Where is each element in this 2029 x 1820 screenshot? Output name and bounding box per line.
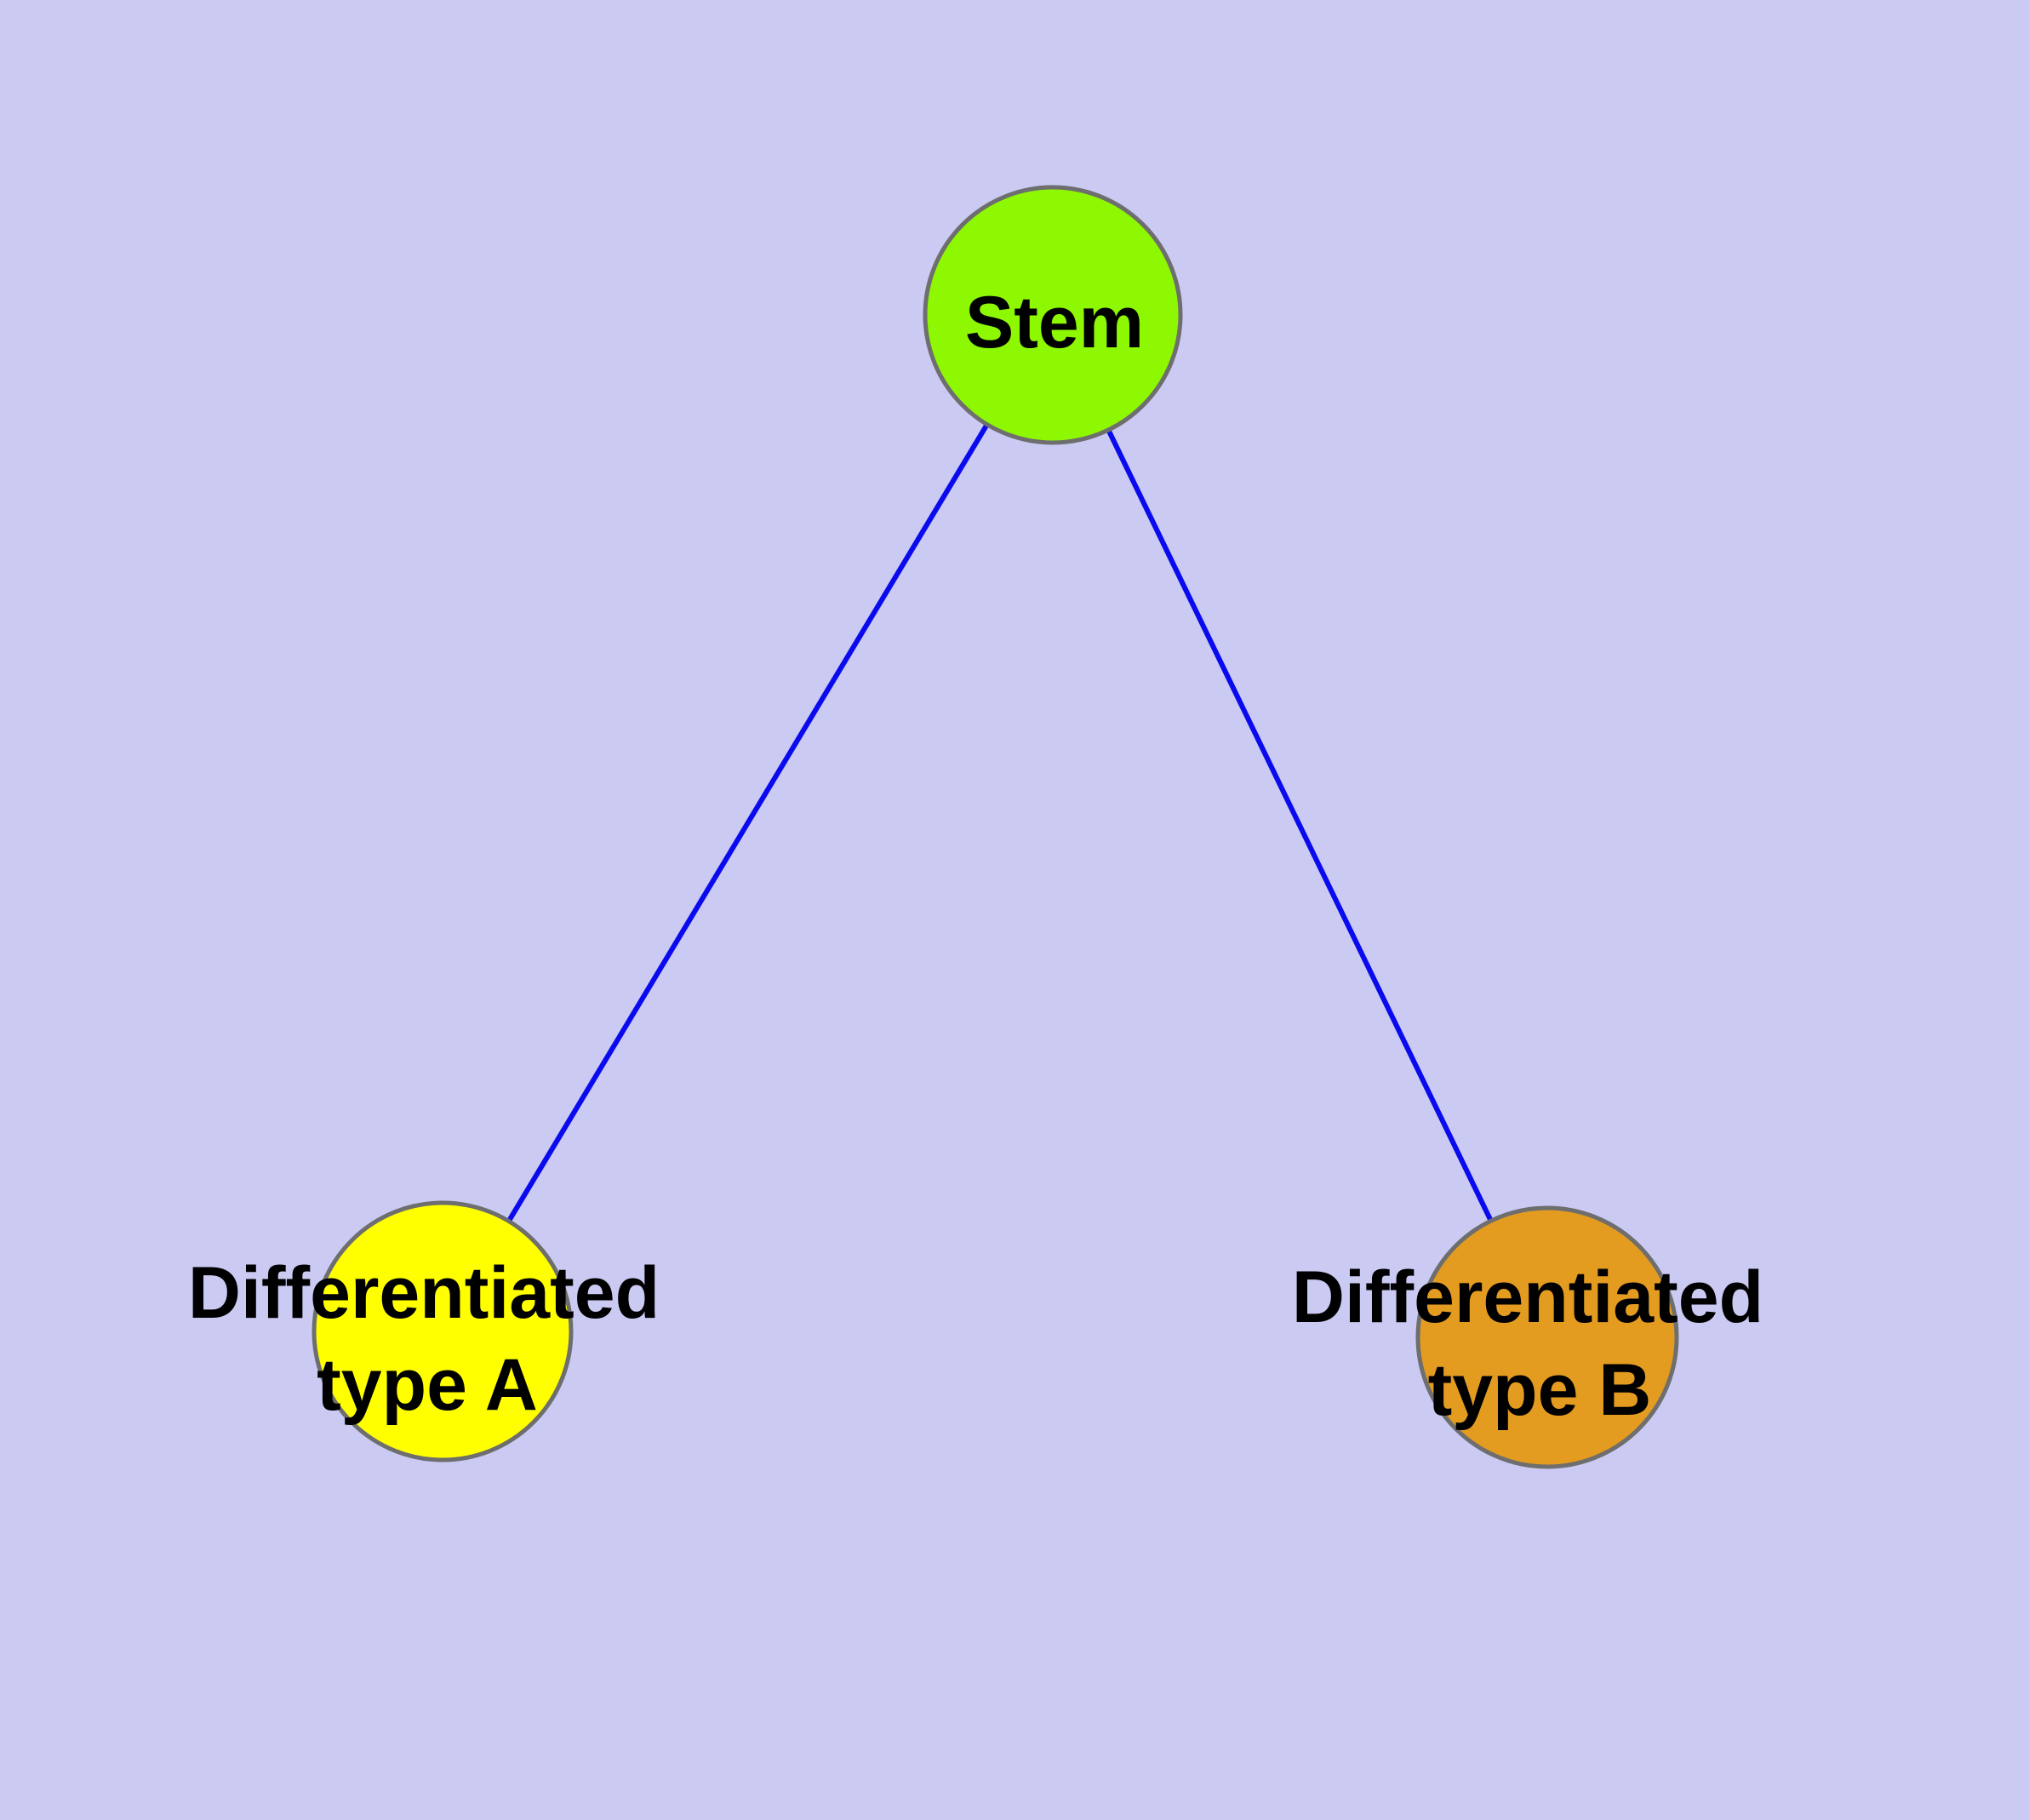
node-stem-label: Stem <box>965 282 1144 363</box>
node-type-a-label-line2: type A <box>317 1344 538 1426</box>
edge-stem-to-type-b <box>1050 313 1550 1339</box>
node-differentiated-type-b <box>1415 1205 1679 1469</box>
node-type-b-label-line1: Differentiated <box>1292 1256 1763 1338</box>
node-differentiated-type-a <box>311 1200 574 1462</box>
edge-stem-to-type-a <box>440 313 1055 1333</box>
node-type-b-label-line2: type B <box>1428 1349 1652 1431</box>
node-type-a-label-line1: Differentiated <box>188 1252 660 1334</box>
node-stem <box>923 185 1183 445</box>
